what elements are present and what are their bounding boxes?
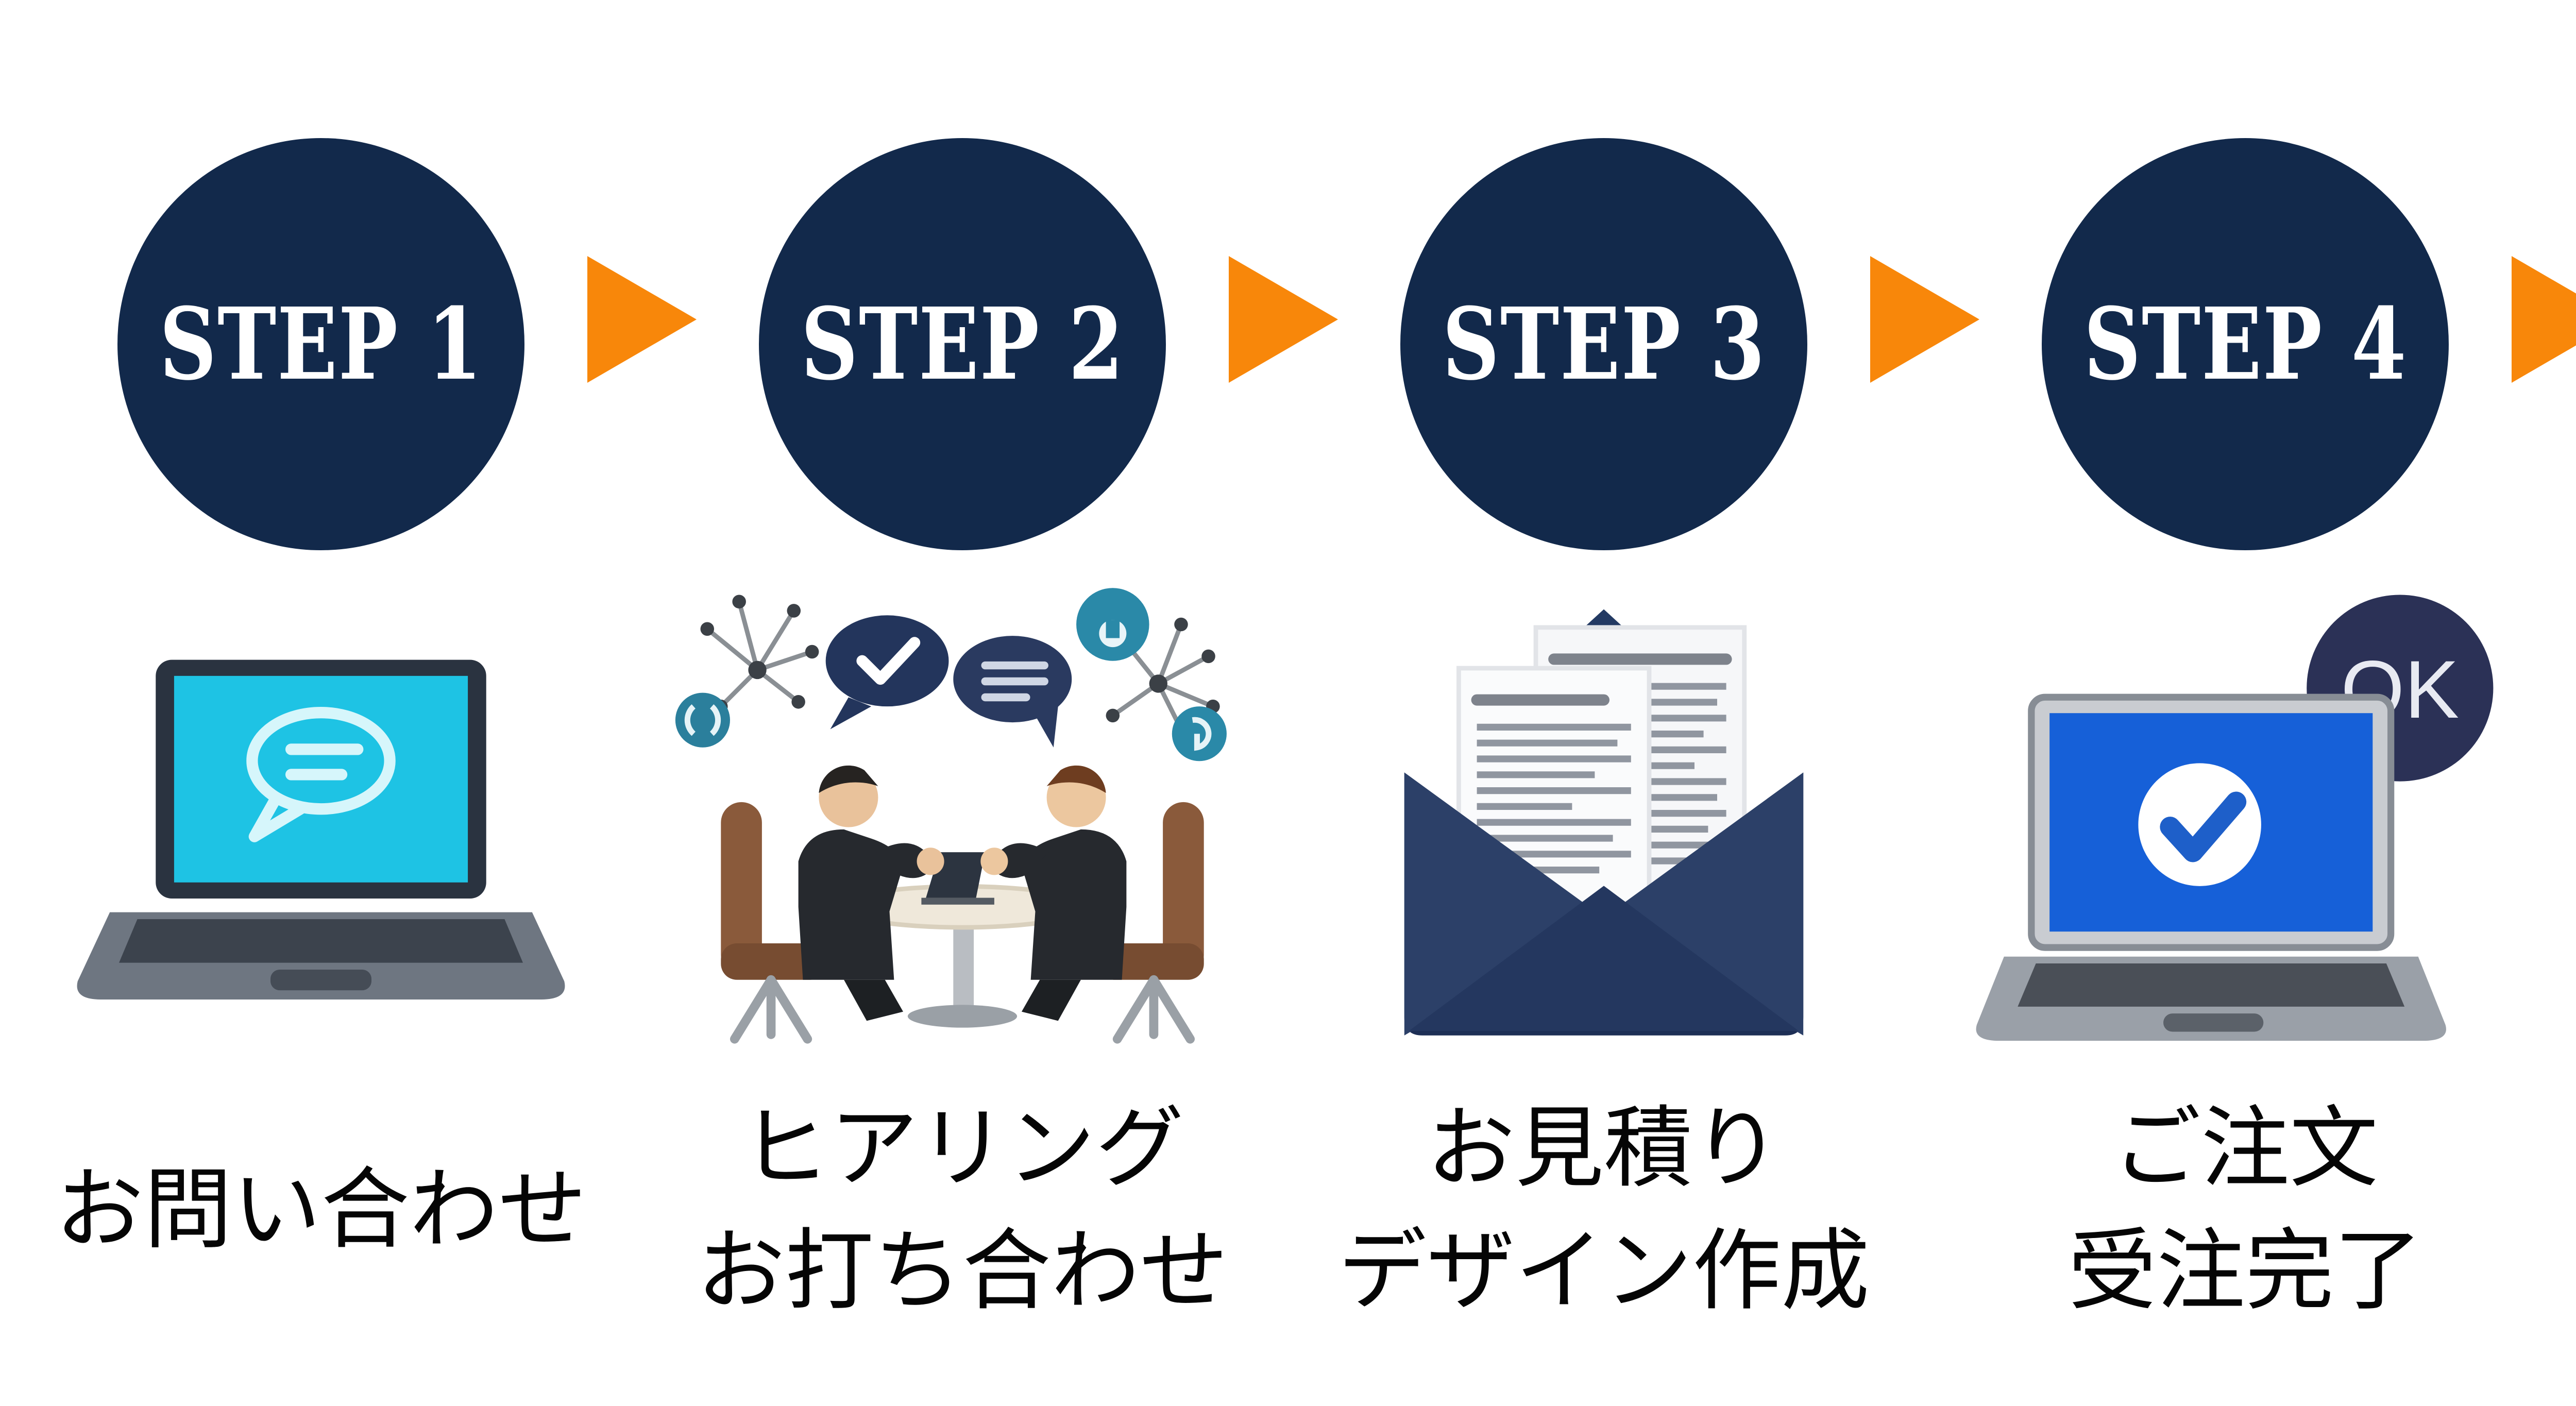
caption-line: デザイン作成 [1338, 1223, 1870, 1321]
caption-line: お問い合わせ [55, 1162, 587, 1260]
envelope-documents-icon [1295, 562, 1913, 1092]
step-column-1: STEP 1 お問い合わせ [12, 0, 630, 1406]
step-caption: お見積り デザイン作成 [1264, 1097, 1944, 1324]
step-column-2: STEP 2 [653, 0, 1272, 1406]
envelope-documents-illustration [1404, 609, 1804, 1036]
arrow-right-icon [587, 256, 697, 383]
step-column-3: STEP 3 [1295, 0, 1913, 1406]
caption-line: お打ち合わせ [697, 1223, 1228, 1321]
step-circle-label: STEP 2 [801, 286, 1124, 402]
caption-line: 受注完了 [2068, 1223, 2422, 1321]
step-circle: STEP 2 [759, 138, 1166, 550]
step-circle-label: STEP 1 [159, 286, 483, 402]
step-caption: ヒアリング お打ち合わせ [622, 1097, 1302, 1324]
business-meeting-icon [653, 562, 1272, 1092]
arrow-right-icon [1870, 256, 1979, 383]
laptop-chat-icon [12, 562, 630, 1092]
step-caption: ご注文 受注完了 [1905, 1097, 2576, 1324]
step-circle: STEP 3 [1400, 138, 1807, 550]
caption-line: ご注文 [2112, 1100, 2378, 1198]
caption-line: ヒアリング [741, 1100, 1184, 1198]
caption-line: お見積り [1427, 1100, 1781, 1198]
step-circle: STEP 1 [117, 138, 524, 550]
laptop-ok-approval-icon: OK [1936, 562, 2554, 1092]
step-column-4: STEP 4 OK ご注文 受注完了 [1936, 0, 2554, 1406]
business-meeting-illustration [675, 587, 1227, 1044]
step-circle-label: STEP 4 [2083, 286, 2407, 402]
step-circle: STEP 4 [2042, 138, 2449, 550]
step-caption: お問い合わせ [0, 1097, 661, 1324]
laptop-chat-illustration [77, 659, 565, 1000]
step-caption: 制作開始〜 お品物完成 [2547, 1097, 2576, 1324]
step-circle-label: STEP 3 [1442, 286, 1766, 402]
arrow-right-icon [2512, 256, 2576, 383]
laptop-ok-approval-illustration: OK [1976, 595, 2494, 1041]
arrow-right-icon [1229, 256, 1338, 383]
